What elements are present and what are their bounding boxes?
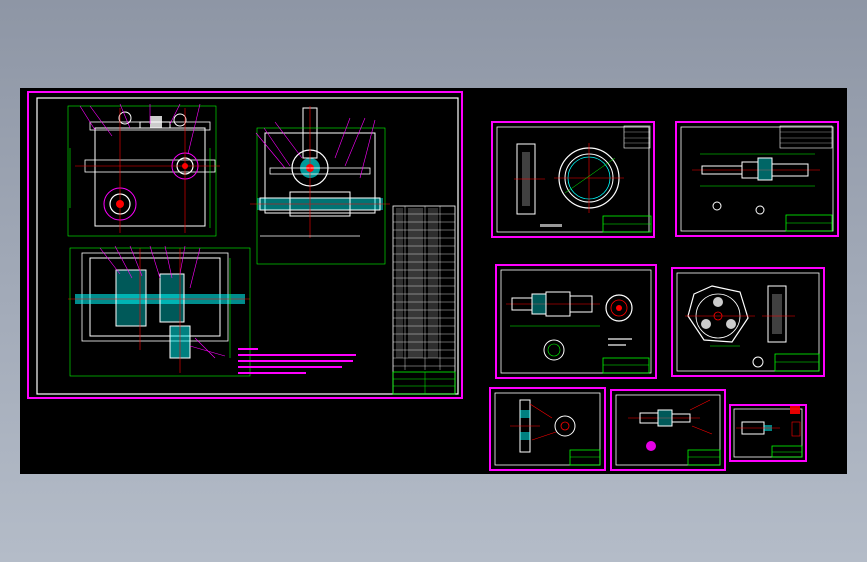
cad-drawing [27,91,839,471]
detail-sheet-cover[interactable] [489,387,606,471]
front-view [67,103,220,237]
parts-list-table [392,205,456,395]
detail-sheet-small-part[interactable] [729,404,807,462]
detail-sheet-shaft[interactable] [675,121,839,237]
technical-notes [238,348,356,374]
main-assembly-sheet[interactable] [27,91,463,399]
detail-sheet-pinion-shaft[interactable] [495,264,657,379]
detail-sheet-small-shaft[interactable] [610,389,726,471]
section-view [68,245,251,377]
main-sheet-border [27,91,463,399]
main-sheet-frame [36,97,459,395]
cad-model-space[interactable] [20,88,847,474]
detail-sheet-ring-gear[interactable] [491,121,655,238]
side-view [250,106,390,265]
detail-sheet-planet-carrier[interactable] [671,267,825,377]
